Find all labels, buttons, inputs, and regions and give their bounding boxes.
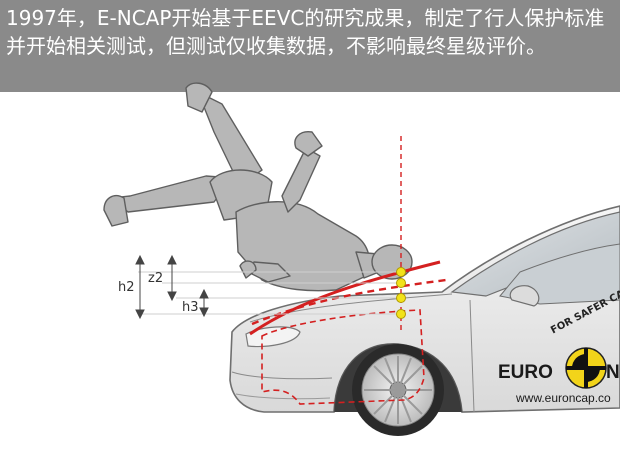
lower-grille [235,393,331,400]
dummy-torso [235,201,371,292]
impact-zone-outline [261,309,425,405]
badge-url: www.euroncap.co [515,391,611,405]
dummy-hand-raised [294,131,323,157]
bumper-line [231,371,333,380]
dummy-arm-raised [281,147,321,213]
headlight [245,326,301,348]
hood-crease [249,293,453,323]
dummy-hand-lower [239,260,257,279]
badge-brand-right: N [606,362,620,383]
caption-bar: 1997年，E-NCAP开始基于EEVC的研究成果，制定了行人保护标准并开始相关… [0,0,620,92]
wrap-around-line [251,278,447,326]
bonnet-leading-edge-line [249,260,441,336]
badge-brand-left: EURO [498,362,553,383]
dummy-foot [103,194,129,227]
car [229,205,620,436]
measurement-geometry: h2 z2 h3 [118,136,447,336]
label-z2: z2 [148,271,163,286]
dummy-foot-raised [185,82,213,113]
side-mirror [509,285,540,307]
crash-test-dummy [103,82,413,292]
label-h2: h2 [118,280,135,295]
label-h3: h3 [182,300,199,315]
caption-text: 1997年，E-NCAP开始基于EEVC的研究成果，制定了行人保护标准并开始相关… [6,6,605,58]
front-wheel [352,344,444,436]
measurement-markers [396,267,406,319]
door-seam [469,299,475,413]
